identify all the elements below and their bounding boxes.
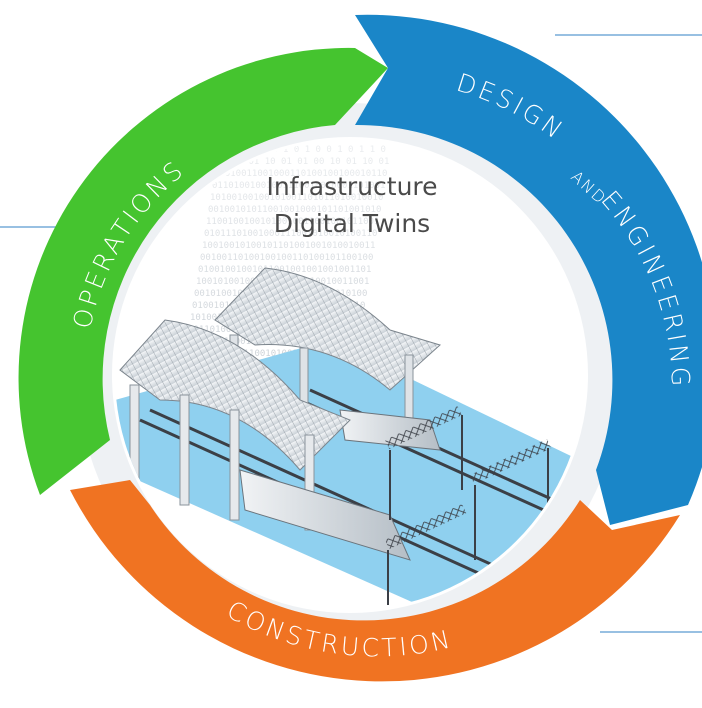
- operations-segment: [18, 47, 389, 495]
- catenary-gantries: [385, 406, 552, 605]
- binary-row: 10010010100101101001001010010011: [202, 241, 375, 251]
- binary-row: 01101001001001110010010001101001: [212, 181, 385, 191]
- binary-row: 01001001001011001001001001001101: [198, 265, 371, 275]
- binary-row: 10010011001000110100100100010110: [214, 169, 387, 179]
- binary-row: 00100110100100100110100101100100: [200, 253, 373, 263]
- center-title-line1: Infrastructure: [266, 172, 437, 201]
- front-train: [239, 469, 411, 561]
- construction-segment: [70, 480, 680, 682]
- rear-train: [339, 409, 441, 451]
- binary-row: 10100100100101001101011010010010: [210, 193, 383, 203]
- binary-row: 10010010010110010100100101001001: [184, 349, 357, 359]
- binary-row: 01011101001000111001010010100110: [204, 229, 377, 239]
- binary-row: 01 00 01 10 01 01 00 10 01 10 01: [216, 157, 389, 167]
- binary-row: 11001001001010010011001001011001: [206, 217, 379, 227]
- design-engineering-segment: [355, 14, 702, 525]
- center-title-line2: Digital Twins: [274, 209, 430, 238]
- binary-row: 00100101011001001000101101001010: [208, 205, 381, 215]
- binary-row: 1 0 0 1 0 1 1 0 1 0 0 1 0 1 1 0: [218, 145, 386, 155]
